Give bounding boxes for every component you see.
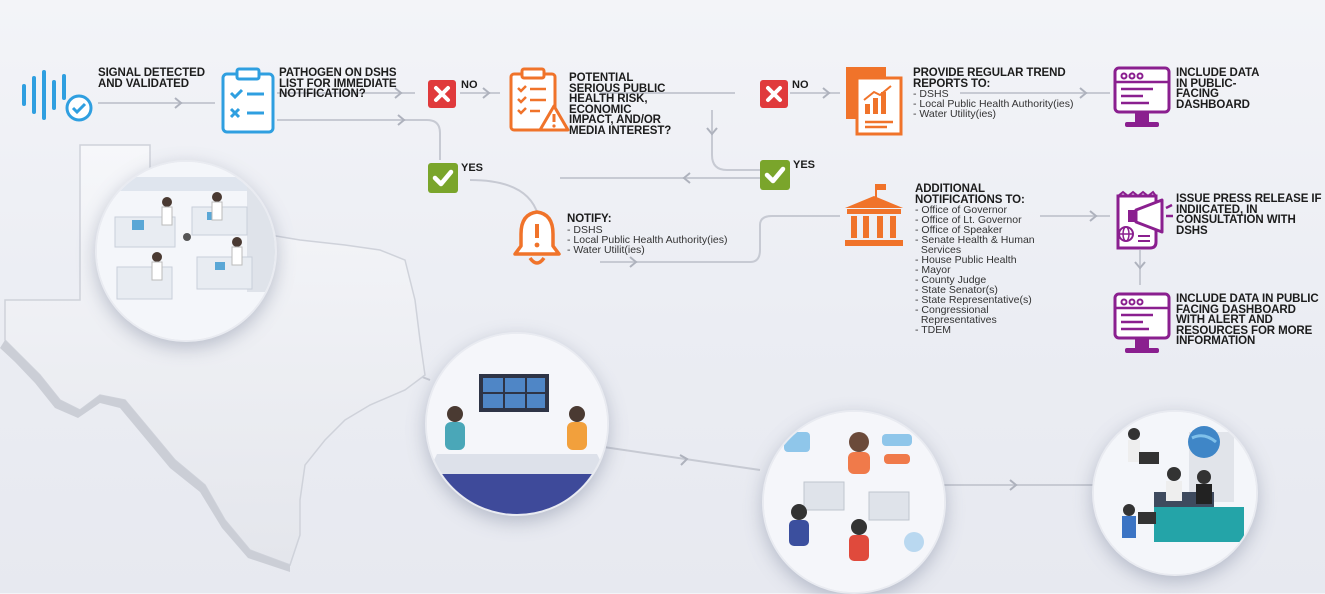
no-x-icon [428, 80, 456, 108]
dashboard-step-title: INCLUDE DATA IN PUBLIC-FACING DASHBOARD [1176, 67, 1259, 111]
signal-wave-icon [22, 70, 93, 122]
notify-title: NOTIFY: [567, 213, 612, 225]
additional-recipient: Representatives [915, 314, 997, 326]
pathogen-step-title: PATHOGEN ON DSHS LIST FOR IMMEDIATE NOTI… [279, 67, 397, 100]
notify-recipient: - DSHS [567, 223, 603, 236]
news-broadcast-studio-illustration [1092, 410, 1258, 576]
checklist-clipboard-icon [221, 67, 275, 134]
additional-recipient: - State Representative(s) [915, 294, 1032, 306]
additional-recipient: - Mayor [915, 264, 951, 276]
conference-meeting-illustration [425, 332, 609, 516]
additional-notifications-block: ADDITIONAL NOTIFICATIONS TO: - Office of… [915, 183, 1045, 336]
additional-recipient: - Congressional [915, 304, 989, 316]
additional-recipient: - House Public Health [915, 254, 1017, 266]
no-label: NO [792, 79, 809, 91]
additional-recipient: - County Judge [915, 274, 987, 286]
trend-recipient: - DSHS [913, 88, 949, 100]
alert-bell-icon [513, 210, 561, 265]
yes-check-icon [428, 163, 458, 193]
additional-recipient: - Office of Lt. Governor [915, 214, 1022, 226]
trend-report-icon [846, 67, 903, 136]
notify-block: NOTIFY: - DSHS - Local Public Health Aut… [567, 214, 737, 255]
call-center-illustration [762, 410, 946, 594]
government-building-icon [845, 184, 903, 246]
trend-reports-block: PROVIDE REGULAR TREND REPORTS TO: - DSHS… [913, 67, 1074, 120]
no-x-icon [760, 80, 788, 108]
clipboard-warning-icon [509, 67, 570, 132]
no-label: NO [461, 79, 478, 91]
laboratory-illustration [95, 160, 277, 342]
dashboard-alert-step-title: INCLUDE DATA IN PUBLIC FACING DASHBOARD … [1176, 293, 1319, 347]
notify-recipient: - Water Utilit(ies) [567, 243, 645, 256]
trend-reports-title: PROVIDE REGULAR TREND REPORTS TO: [913, 67, 1066, 90]
additional-recipient: - Office of Governor [915, 204, 1008, 216]
additional-recipient: Services [915, 244, 962, 256]
notify-recipient: - Local Public Health Authority(ies) [567, 233, 728, 246]
signal-step-title: SIGNAL DETECTED AND VALIDATED [98, 67, 205, 90]
trend-recipient: - Water Utility(ies) [913, 108, 997, 120]
dashboard-alert-monitor-icon [1113, 292, 1171, 353]
additional-recipient: - State Senator(s) [915, 284, 998, 296]
serious-risk-step-title: POTENTIAL SERIOUS PUBLIC HEALTH RISK, EC… [569, 72, 672, 137]
additional-recipient: - Office of Speaker [915, 224, 1003, 236]
additional-recipient: - TDEM [915, 324, 951, 336]
additional-notifications-title: ADDITIONAL NOTIFICATIONS TO: [915, 183, 1025, 206]
trend-recipient: - Local Public Health Authority(ies) [913, 98, 1074, 110]
yes-label: YES [461, 162, 484, 174]
dashboard-monitor-icon [1113, 66, 1171, 127]
additional-recipient: - Senate Health & Human [915, 234, 1035, 246]
yes-check-icon [760, 160, 790, 190]
press-release-step-title: ISSUE PRESS RELEASE IF INDIICATED, IN CO… [1176, 193, 1322, 237]
press-release-megaphone-icon [1116, 190, 1173, 250]
yes-label: YES [793, 159, 816, 171]
